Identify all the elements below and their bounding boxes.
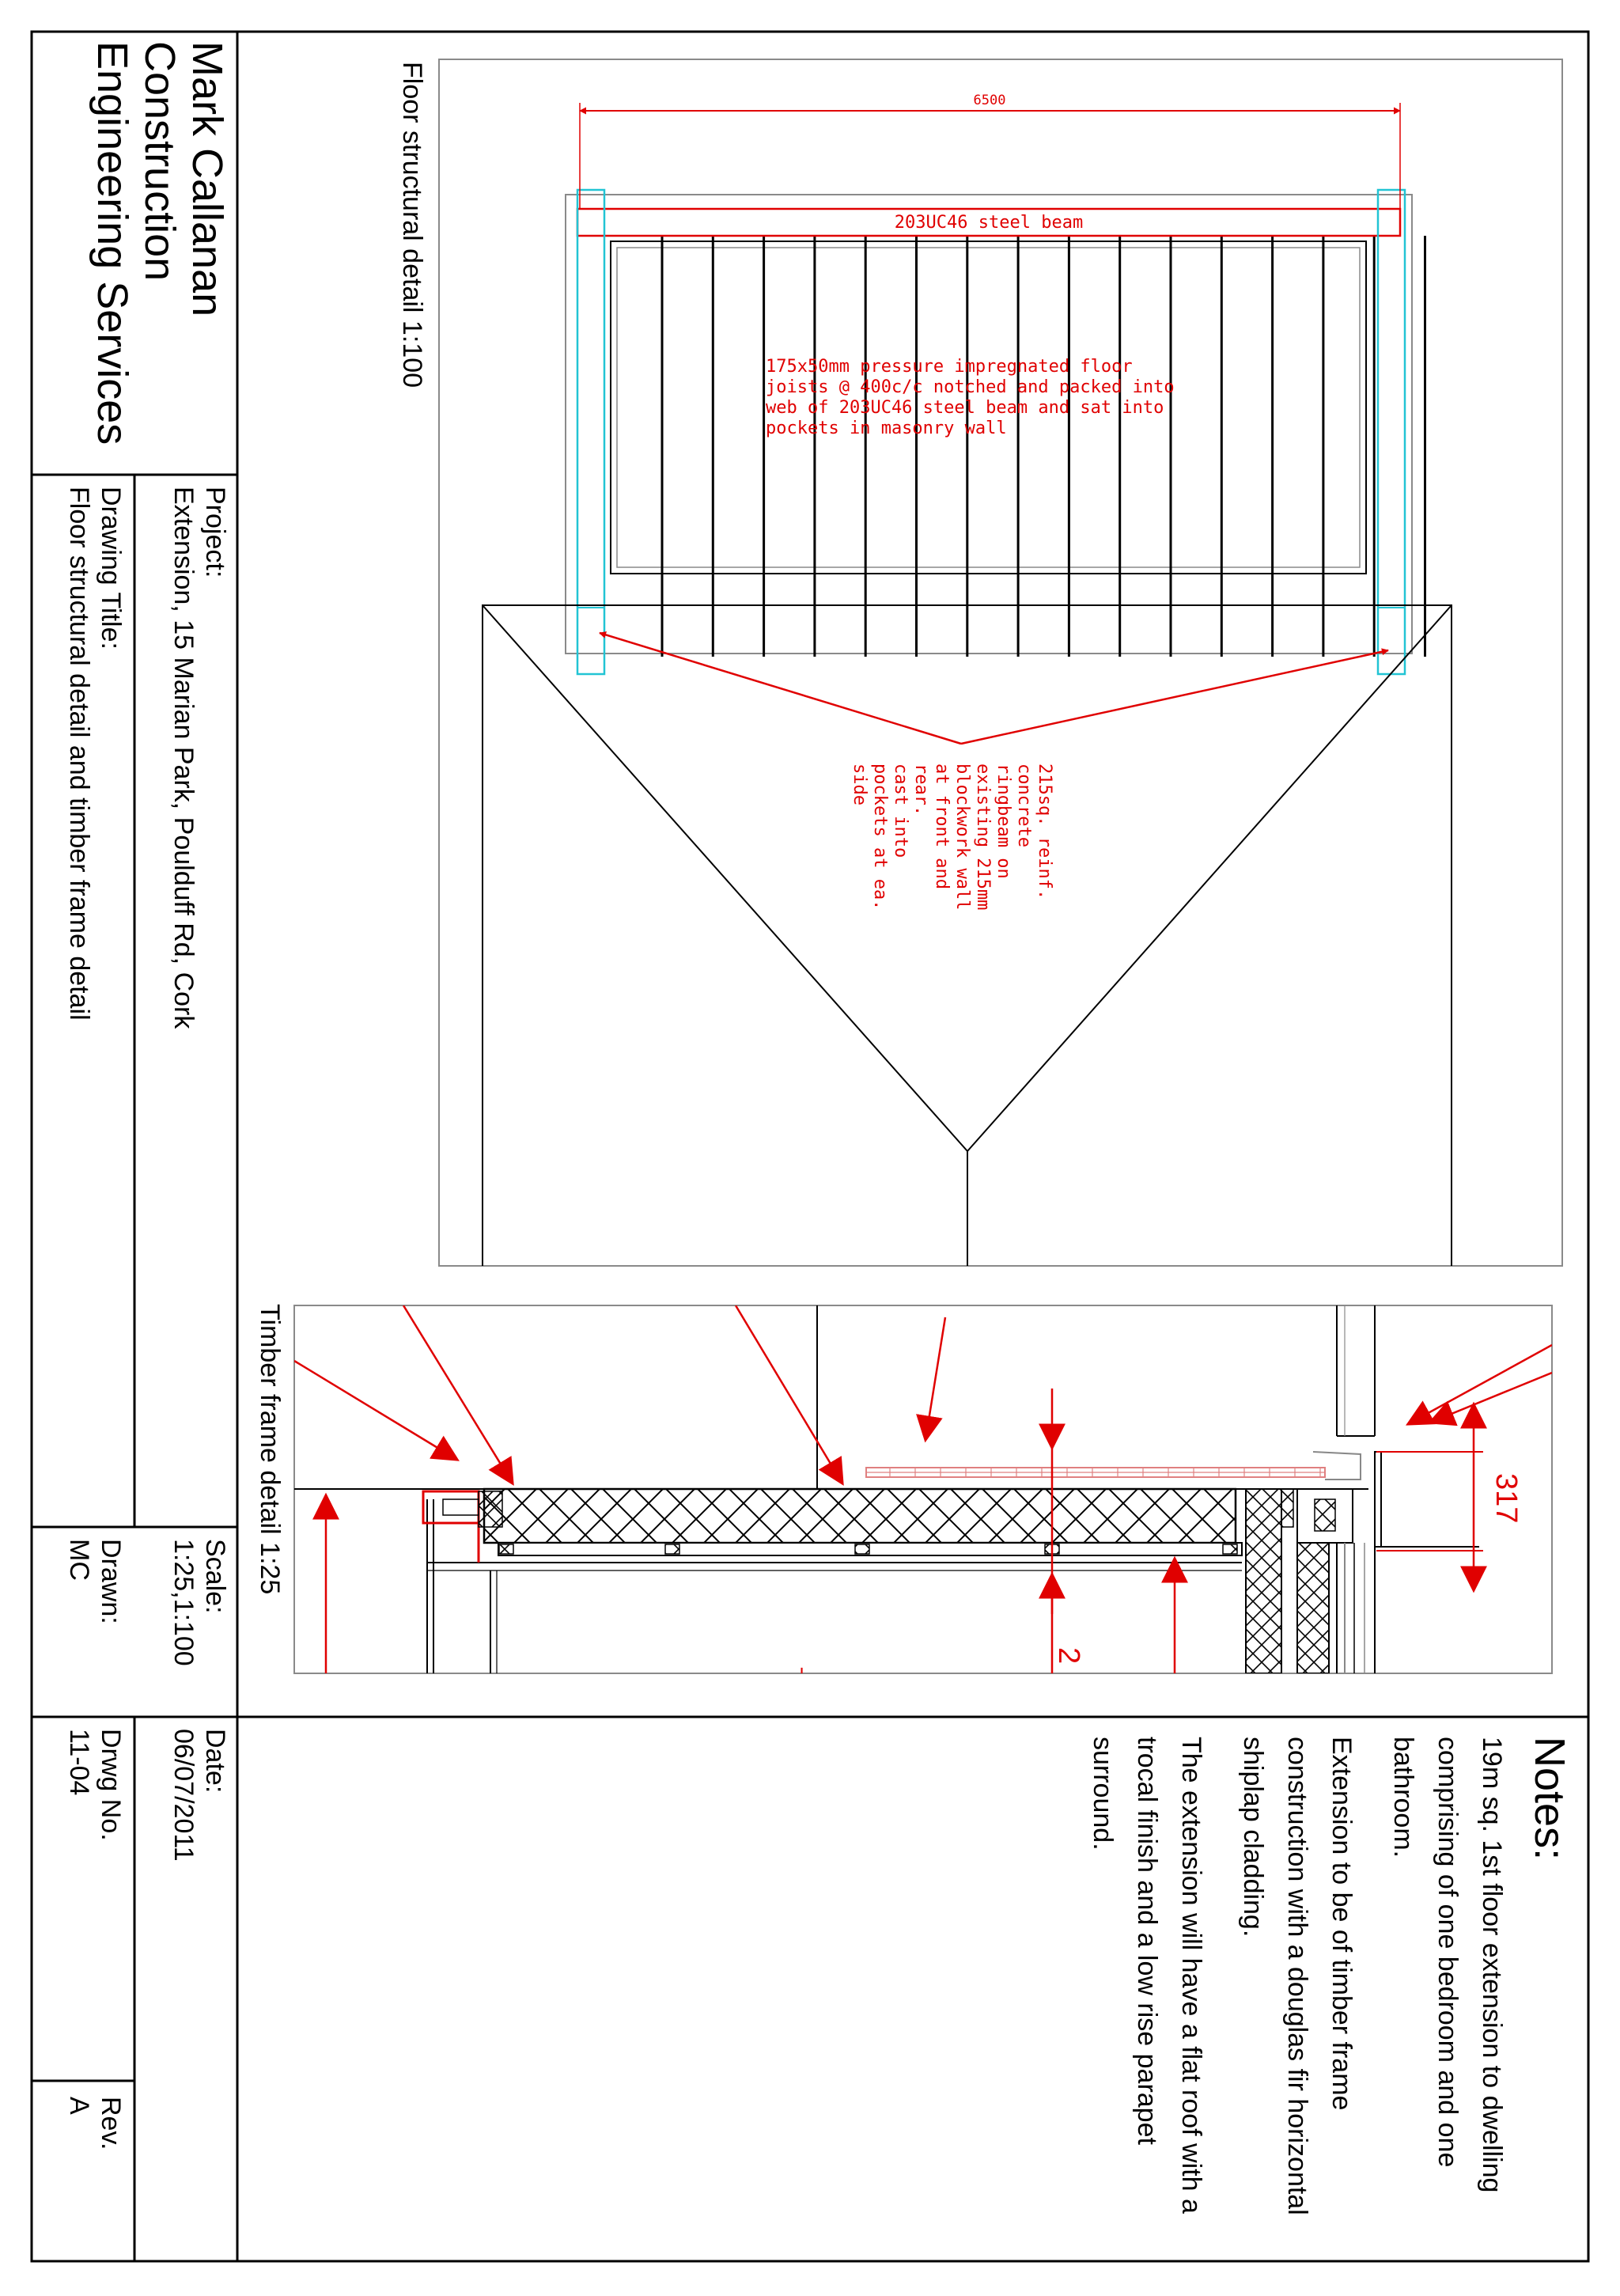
drawing-title-field: Drawing Title: Floor structural detail a… [63, 487, 127, 1021]
drawing-number-field: Drwg No. 11-04 [63, 1729, 127, 1841]
floor-dimension: 2 [1052, 1647, 1085, 1665]
title-block-frame [30, 30, 1590, 2263]
ringbeam-note-line: side [850, 763, 869, 805]
parapet-dimension: 317 [1489, 1473, 1523, 1524]
drawing-title-label: Drawing Title: [96, 487, 126, 650]
ringbeam-note-line: 215sq. reinf. [1035, 763, 1054, 900]
date-field: Date: 06/07/2011 [168, 1729, 231, 1862]
joist-fixings [498, 1544, 1238, 1555]
timber-frame-detail: ——— [293, 1305, 1553, 1711]
drawing-title-value: Floor structural detail and timber frame… [64, 487, 94, 1021]
notes-title: Notes: [1526, 1737, 1573, 1861]
ringbeam-note-line: concrete [1014, 763, 1034, 847]
project-label: Project: [200, 487, 230, 578]
wall-outline [565, 194, 1413, 654]
drawing-number-label: Drwg No. [96, 1729, 126, 1841]
svg-text:———: ——— [789, 1668, 816, 1711]
company-line: Engineering Services [89, 41, 136, 445]
notes-panel: Notes: 19m sq. 1st floor extension to dw… [1063, 1737, 1574, 2243]
ringbeam-note-line: ringbeam on [994, 763, 1013, 879]
wall-insulation-inner [1296, 1542, 1330, 1673]
project-field: Project: Extension, 15 Marian Park, Poul… [168, 487, 231, 1029]
ringbeam-note-line: at front and [932, 763, 952, 889]
joist-note-line: pockets in masonry wall [766, 419, 1007, 438]
floor-structural-detail: 6500 203UC46 steel beam 175x50mm pressur… [438, 59, 1563, 1267]
floor-insulation [483, 1487, 1237, 1544]
revision-field: Rev. A [63, 2097, 127, 2150]
wall-plan-outline [482, 604, 1452, 1266]
joist-bay [610, 241, 1367, 574]
floor-joists [660, 236, 1426, 657]
joist-bay-inner [616, 247, 1361, 568]
joist-note: 175x50mm pressure impregnated floor jois… [766, 357, 1185, 438]
company-line: Construction [136, 41, 184, 282]
joist-fixing [498, 1544, 514, 1555]
wall-insulation-outer [1245, 1488, 1282, 1673]
revision-label: Rev. [96, 2097, 126, 2150]
company-line: Mark Callanan [184, 41, 231, 317]
scale-label: Scale: [200, 1539, 230, 1614]
scale-field: Scale: 1:25,1:100 [168, 1539, 231, 1666]
beam-label: 203UC46 steel beam [895, 213, 1083, 233]
floor-detail-caption: Floor structural detail 1:100 [397, 62, 427, 388]
revision-value: A [64, 2097, 94, 2115]
ringbeam-note-line: cast into [891, 763, 910, 858]
joist-fixing [664, 1544, 680, 1555]
floor-detail-frame [438, 59, 1563, 1267]
date-label: Date: [200, 1729, 230, 1794]
drawn-label: Drawn: [96, 1539, 126, 1624]
joist-note-line: 175x50mm pressure impregnated floor [766, 357, 1133, 377]
steel-column-left [576, 188, 606, 676]
ringbeam-note-line: existing 215mm [973, 763, 993, 911]
deck-board-joints [889, 1468, 1321, 1477]
joist-note-line: web of 203UC46 steel beam and sat into [766, 398, 1164, 418]
scale-value: 1:25,1:100 [168, 1539, 199, 1666]
joist-note-line: joists @ 400c/c notched and packed into [766, 377, 1175, 397]
note-paragraph: 19m sq. 1st floor extension to dwelling … [1388, 1737, 1507, 2193]
ringbeam-note: 215sq. reinf. concrete ringbeam on exist… [849, 763, 1054, 910]
drawn-field: Drawn: MC [63, 1539, 127, 1624]
note-paragraph: Extension to be of timber frame construc… [1238, 1737, 1357, 2215]
timber-detail-caption: Timber frame detail 1:25 [255, 1304, 285, 1595]
drawing-number-value: 11-04 [64, 1729, 94, 1796]
ringbeam-note-line: blockwork wall [952, 763, 972, 911]
drawn-value: MC [64, 1539, 94, 1581]
ringbeam-note-line: pockets at ea. [870, 763, 890, 911]
joist-fixing [1222, 1544, 1238, 1555]
steel-beam [576, 207, 1402, 237]
project-value: Extension, 15 Marian Park, Poulduff Rd, … [168, 487, 199, 1029]
steel-column-right [1376, 188, 1406, 676]
note-paragraph: The extension will have a flat roof with… [1088, 1737, 1206, 2214]
date-value: 06/07/2011 [168, 1729, 199, 1862]
company-name: Mark Callanan Construction Engineering S… [89, 41, 231, 445]
span-dimension: 6500 [974, 93, 1006, 108]
ringbeam-note-line: rear. [911, 763, 931, 816]
joist-fixing [854, 1544, 870, 1555]
